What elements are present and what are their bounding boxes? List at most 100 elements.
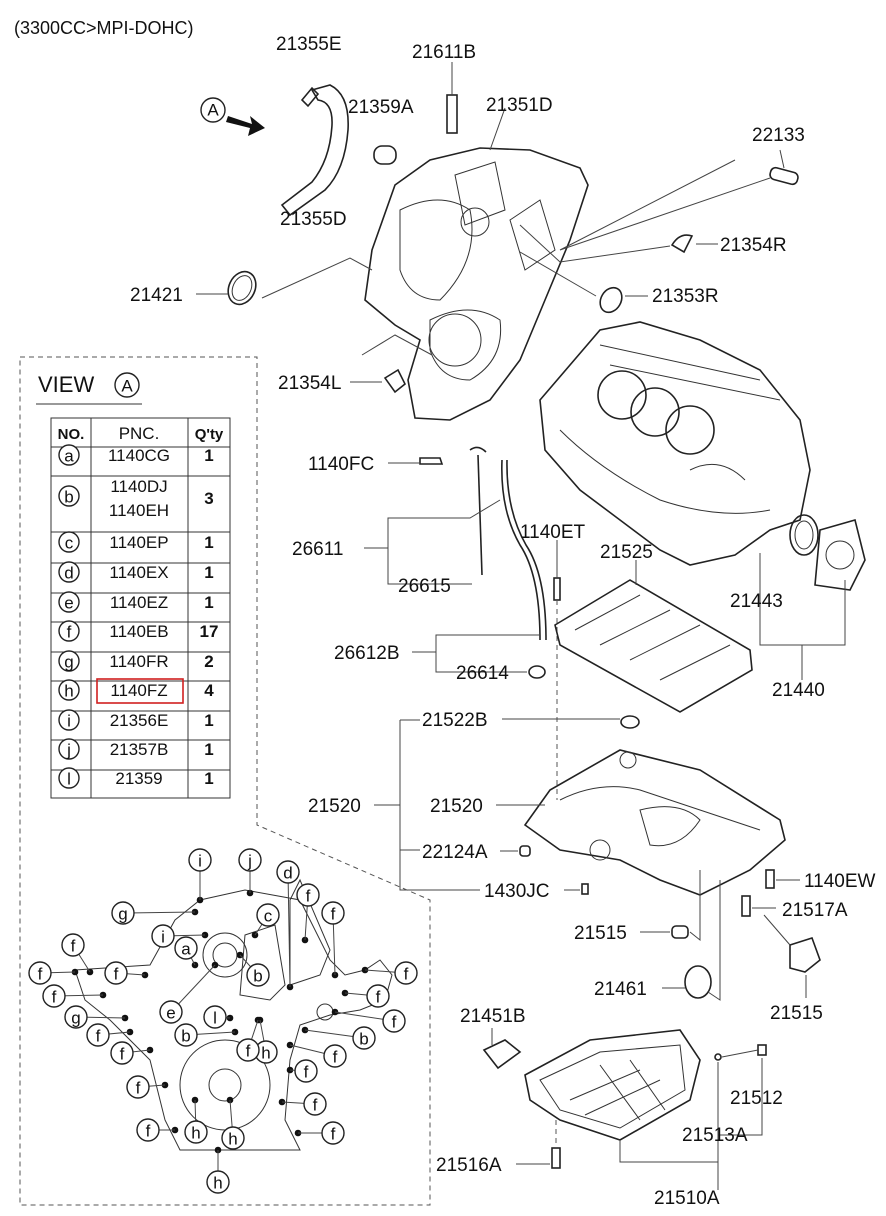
gasket-21354R xyxy=(670,234,694,254)
engine-block xyxy=(539,321,811,566)
callout-letter: f xyxy=(331,1125,336,1144)
oring-26614 xyxy=(528,665,546,679)
table-row-qty: 1 xyxy=(204,533,213,552)
table-row-pnc: 21359 xyxy=(115,769,162,788)
callout-letter: f xyxy=(136,1079,141,1098)
table-row-marker xyxy=(58,531,80,553)
table-row-marker xyxy=(58,485,80,507)
table-row-marker xyxy=(58,709,80,731)
callout-letter: b xyxy=(181,1027,190,1046)
callout-letter: f xyxy=(96,1027,101,1046)
table-row-no: a xyxy=(64,447,74,466)
timing-cover-21351D xyxy=(364,147,589,421)
callout-letter: f xyxy=(52,988,57,1007)
table-row-qty: 1 xyxy=(204,711,213,730)
seal-housing-21440 xyxy=(814,519,866,591)
callout-letter: f xyxy=(392,1013,397,1032)
callout-circle xyxy=(61,933,85,957)
callout-circle xyxy=(203,1005,227,1029)
label-21515-left: 21515 xyxy=(574,923,627,944)
table-row-marker xyxy=(58,444,80,466)
label-21525: 21525 xyxy=(600,542,653,563)
table-row-no: f xyxy=(67,623,72,642)
bolt-21517A xyxy=(741,895,751,917)
callout-circle xyxy=(238,848,262,872)
callout-circle xyxy=(294,1059,318,1083)
pin-1430JC xyxy=(581,883,589,895)
callout-letter: f xyxy=(376,988,381,1007)
callout-circle xyxy=(296,883,320,907)
table-row-qty: 17 xyxy=(200,622,219,641)
callout-letter: g xyxy=(71,1009,80,1028)
table-row-no: b xyxy=(64,488,73,507)
drain-21451B xyxy=(482,1039,522,1070)
callout-letter: g xyxy=(118,905,127,924)
table-row-pnc: 1140DJ xyxy=(110,477,167,496)
callout-lead-line xyxy=(287,871,291,988)
callout-circle xyxy=(382,1009,406,1033)
callout-circle xyxy=(111,901,135,925)
table-row-no: l xyxy=(67,770,71,789)
label-26612B: 26612B xyxy=(334,643,400,664)
view-title: VIEW xyxy=(38,372,94,397)
highlight-box xyxy=(96,678,184,704)
table-row-pnc: 21357B xyxy=(110,740,169,759)
label-21421: 21421 xyxy=(130,285,183,306)
callout-letter: h xyxy=(228,1130,237,1149)
callout-letter: b xyxy=(253,967,262,986)
strainer-bolt-21515 xyxy=(671,925,689,939)
callout-circle xyxy=(159,1000,183,1024)
callout-letter: f xyxy=(120,1045,125,1064)
table-row-no: j xyxy=(66,741,71,760)
table-row-pnc: 1140CG xyxy=(108,446,170,465)
oil-pan-lower-21510A xyxy=(524,1029,701,1141)
callout-letter: f xyxy=(404,965,409,984)
view-a-marker-letter: A xyxy=(207,101,219,120)
callout-circle xyxy=(206,1170,230,1194)
gasket-21522B xyxy=(620,715,640,729)
pin-22133 xyxy=(769,166,799,186)
table-header-pnc: PNC. xyxy=(119,424,160,443)
callout-circle xyxy=(366,984,390,1008)
label-21516A: 21516A xyxy=(436,1155,502,1176)
label-21354R: 21354R xyxy=(720,235,787,256)
label-21443: 21443 xyxy=(730,591,783,612)
washer-21513A xyxy=(714,1053,722,1061)
callout-circle xyxy=(246,963,270,987)
bush-21359A xyxy=(373,145,397,165)
label-21515-right: 21515 xyxy=(770,1003,823,1024)
label-21354L: 21354L xyxy=(278,373,341,394)
callout-circle xyxy=(323,1044,347,1068)
callout-circle xyxy=(110,1041,134,1065)
view-a-arrow-icon xyxy=(226,116,265,136)
cover-21461 xyxy=(684,965,712,999)
callout-letter: f xyxy=(146,1122,151,1141)
view-title-marker xyxy=(114,372,140,398)
table-row-pnc: 21356E xyxy=(110,711,169,730)
callout-letter: l xyxy=(213,1009,217,1028)
callout-letter: f xyxy=(313,1096,318,1115)
table-row-pnc-second: 1140EH xyxy=(109,501,169,520)
engine-note: (3300CC>MPI-DOHC) xyxy=(14,18,194,38)
table-header-qty: Q'ty xyxy=(195,426,224,443)
callout-letter: c xyxy=(264,907,273,926)
table-row-qty: 1 xyxy=(204,740,213,759)
gasket-21355 xyxy=(280,84,349,217)
label-21351D: 21351D xyxy=(486,95,553,116)
callout-letter: f xyxy=(114,965,119,984)
table-row-no: c xyxy=(65,534,74,553)
table-row-no: d xyxy=(64,564,73,583)
label-21355D: 21355D xyxy=(280,209,347,230)
callout-circle xyxy=(174,1023,198,1047)
callout-lead-line xyxy=(122,911,196,914)
table-row-qty: 2 xyxy=(204,652,213,671)
callout-letter: a xyxy=(181,940,191,959)
callout-circle xyxy=(104,961,128,985)
label-21353R: 21353R xyxy=(652,286,719,307)
callout-circle xyxy=(303,1092,327,1116)
callout-circle xyxy=(151,924,175,948)
label-21611B: 21611B xyxy=(412,42,476,63)
